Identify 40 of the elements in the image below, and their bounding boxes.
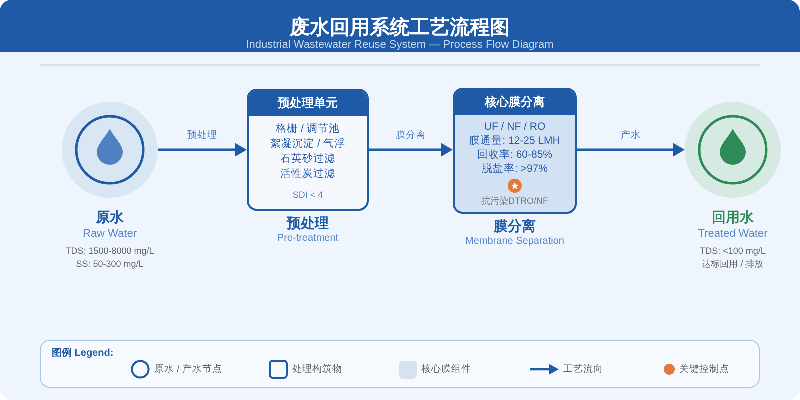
arrow	[369, 143, 453, 157]
box-header: 核心膜分离	[455, 90, 575, 115]
note-text: SDI < 4	[292, 190, 324, 200]
stage-subtitle: Pre-treatment	[277, 232, 339, 246]
box-header: 预处理单元	[249, 91, 367, 116]
stage-title: 膜分离	[494, 217, 536, 235]
edge-label: 膜分离	[396, 130, 426, 142]
legend-text: 关键控制点	[680, 362, 730, 376]
note-text: 抗污染DTRO/NF	[482, 196, 548, 206]
process-step: 絮凝沉淀 / 气浮	[270, 138, 346, 150]
spec-note: 达标回用 / 排放	[702, 258, 764, 271]
process-step: 格栅 / 调节池	[276, 123, 340, 135]
legend-text: 工艺流向	[564, 362, 604, 376]
legend-text: 处理构筑物	[292, 362, 342, 376]
diagram-title: 废水回用系统工艺流程图	[290, 16, 510, 40]
process-step: 回收率: 60-85%	[477, 149, 553, 161]
legend-text: 原水 / 产水节点	[154, 362, 222, 376]
legend-title: 图例 Legend:	[52, 347, 114, 361]
process-step: 石英砂过滤	[280, 153, 336, 165]
node-subtitle: Raw Water	[83, 227, 137, 242]
spec-note: TDS: <100 mg/L	[700, 245, 766, 258]
arrow	[158, 143, 247, 157]
process-step: 膜通量: 12-25 LMH	[470, 135, 560, 147]
edge-label: 产水	[621, 130, 641, 142]
node-title: 回用水	[712, 208, 754, 227]
stage-subtitle: Membrane Separation	[466, 235, 564, 249]
process-box	[453, 88, 577, 214]
node-subtitle: Treated Water	[698, 227, 768, 242]
stage-title: 预处理	[287, 214, 329, 232]
spec-note: TDS: 1500-8000 mg/L	[66, 245, 154, 258]
diagram-subtitle: Industrial Wastewater Reuse System — Process Flow Diagram	[246, 38, 554, 52]
edge-label: 预处理	[188, 130, 218, 142]
legend-text: 核心膜组件	[422, 362, 472, 376]
process-box	[247, 89, 369, 211]
process-step: 活性炭过滤	[280, 168, 336, 180]
process-step: UF / NF / RO	[484, 121, 546, 133]
arrow	[577, 143, 685, 157]
process-step: 脱盐率: >97%	[482, 163, 548, 175]
node-title: 原水	[96, 208, 124, 227]
spec-note: SS: 50-300 mg/L	[76, 258, 144, 271]
